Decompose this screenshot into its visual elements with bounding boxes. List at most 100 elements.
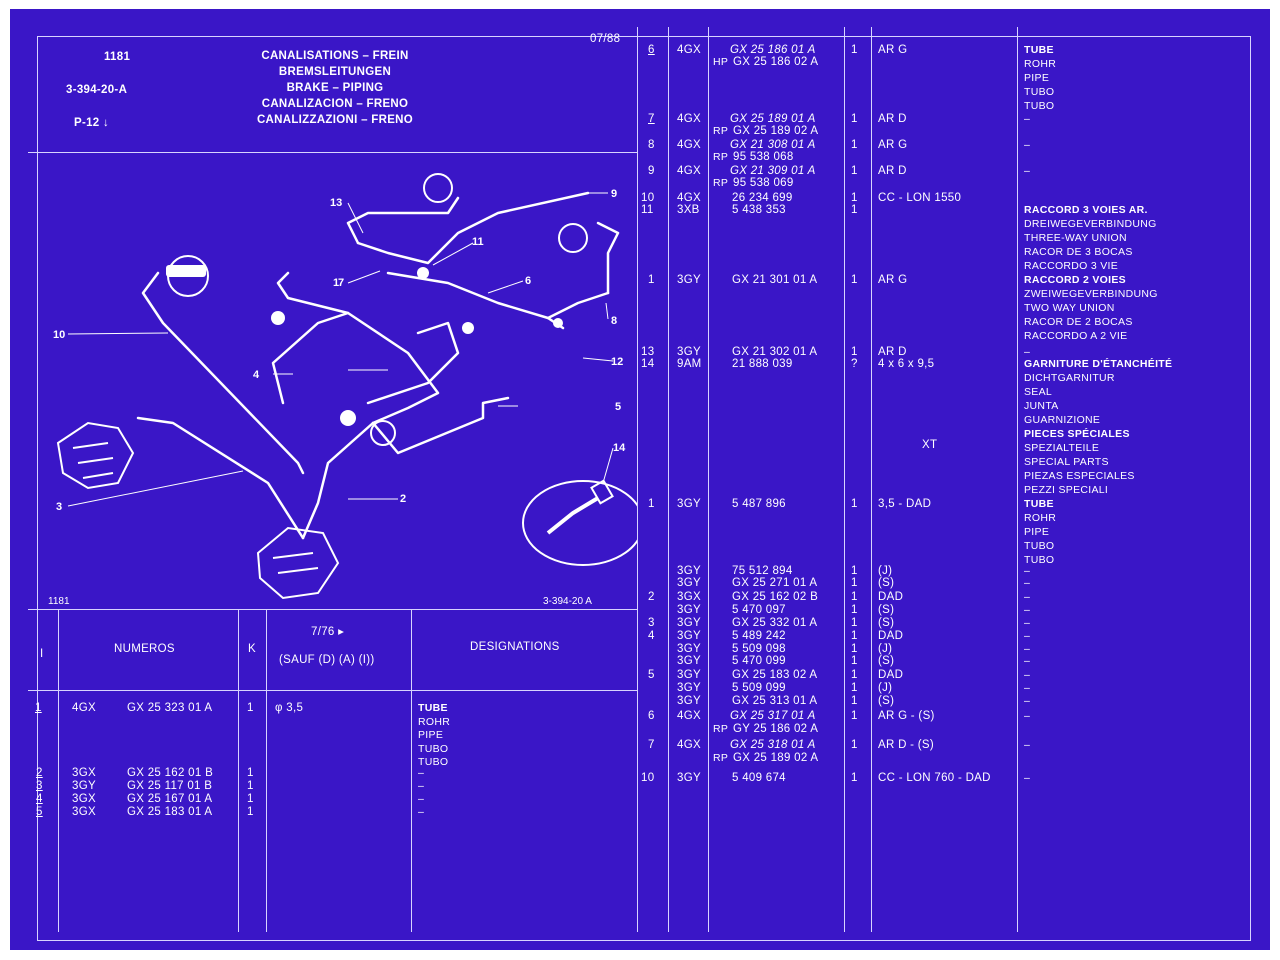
page-ref: P-12 ↓ bbox=[74, 117, 110, 129]
row-designation: PIPE bbox=[418, 729, 444, 741]
row-designation: ROHR bbox=[1024, 511, 1057, 524]
row-designation: RACOR DE 3 BOCAS bbox=[1024, 245, 1133, 258]
row-code: 3GY bbox=[677, 274, 701, 286]
row-code: 3GX bbox=[72, 793, 96, 805]
row-part-number: GX 25 186 02 A bbox=[733, 56, 819, 68]
row-designation: – bbox=[1024, 604, 1031, 616]
row-designation: – bbox=[1024, 617, 1031, 629]
row-qty: 1 bbox=[851, 274, 858, 286]
row-designation: – bbox=[1024, 643, 1031, 655]
callout-8: 8 bbox=[611, 315, 617, 327]
row-designation: GARNITURE D'ÉTANCHÉITÉ bbox=[1024, 358, 1173, 370]
row-qty: 1 bbox=[851, 577, 858, 589]
row-designation: SPECIAL PARTS bbox=[1024, 455, 1109, 468]
row-code: 9AM bbox=[677, 358, 702, 370]
row-designation: – bbox=[1024, 669, 1031, 681]
row-code: 4GX bbox=[677, 739, 701, 751]
row-note: AR D bbox=[878, 113, 907, 125]
row-designation: PIPE bbox=[1024, 525, 1050, 538]
row-designation: – bbox=[1024, 710, 1031, 722]
row-note: (S) bbox=[878, 604, 895, 616]
callout-4: 4 bbox=[253, 369, 260, 381]
callout-12: 12 bbox=[611, 356, 623, 368]
row-designation: TUBO bbox=[1024, 85, 1055, 98]
row-note: AR G bbox=[878, 44, 908, 56]
row-item-no: 10 bbox=[641, 772, 655, 784]
row-note: 4 x 6 x 9,5 bbox=[878, 358, 935, 370]
row-qty: 1 bbox=[851, 591, 858, 603]
row-part-number: 75 512 894 bbox=[732, 565, 793, 577]
diagram-footer-right: 3-394-20 A bbox=[543, 596, 592, 607]
row-designation: TUBO bbox=[1024, 539, 1055, 552]
row-part-number: GX 25 189 02 A bbox=[733, 752, 819, 764]
row-designation: – bbox=[1024, 139, 1031, 151]
divider-table-header bbox=[28, 690, 637, 691]
row-part-number: GX 25 318 01 A bbox=[730, 739, 816, 751]
drawing-ref: 3-394-20-A bbox=[66, 84, 128, 96]
left-col-1 bbox=[58, 609, 59, 932]
row-qty: 1 bbox=[851, 113, 858, 125]
right-col-2 bbox=[708, 27, 709, 932]
row-code: 3GY bbox=[677, 577, 701, 589]
row-designation: GUARNIZIONE bbox=[1024, 413, 1101, 426]
row-designation: SPEZIALTEILE bbox=[1024, 441, 1100, 454]
row-qty: 1 bbox=[851, 44, 858, 56]
row-part-number: 5 470 097 bbox=[732, 604, 786, 616]
row-designation: – bbox=[418, 780, 425, 792]
row-part-number: GX 25 183 02 A bbox=[732, 669, 818, 681]
row-part-number: GY 25 186 02 A bbox=[733, 723, 819, 735]
row-designation: – bbox=[1024, 695, 1031, 707]
row-qty: 1 bbox=[247, 780, 254, 792]
row-part-number: GX 21 302 01 A bbox=[732, 346, 818, 358]
row-qty: 1 bbox=[851, 695, 858, 707]
row-part-number: GX 25 162 01 B bbox=[127, 767, 214, 779]
row-note: AR G bbox=[878, 139, 908, 151]
row-qty: 1 bbox=[851, 772, 858, 784]
row-designation: TWO WAY UNION bbox=[1024, 301, 1115, 314]
row-designation: TUBO bbox=[1024, 99, 1055, 112]
row-part-number: GX 25 186 01 A bbox=[730, 44, 816, 56]
row-part-number: 5 438 353 bbox=[732, 204, 786, 216]
row-note: (J) bbox=[878, 643, 893, 655]
row-qty: 1 bbox=[851, 617, 858, 629]
divider-diagram-bottom bbox=[28, 609, 637, 610]
pipe-9 bbox=[356, 191, 590, 265]
parts-catalog-sheet: 1181 3-394-20-A P-12 ↓ 07/88 CANALISATIO… bbox=[10, 9, 1270, 950]
row-note: CC - LON 1550 bbox=[878, 192, 962, 204]
row-note: (S) bbox=[878, 695, 895, 707]
row-code: 4GX bbox=[677, 165, 701, 177]
row-designation: PIEZAS ESPECIALES bbox=[1024, 469, 1135, 482]
row-part-number: GX 25 189 01 A bbox=[730, 113, 816, 125]
row-item-no: 5 bbox=[36, 806, 43, 818]
row-designation: ROHR bbox=[418, 715, 451, 728]
col-header-range: 7/76 ▸ bbox=[311, 626, 345, 638]
row-note: AR D bbox=[878, 346, 907, 358]
row-note: (S) bbox=[878, 655, 895, 667]
row-qty: 1 bbox=[851, 669, 858, 681]
row-designation: DREIWEGEVERBINDUNG bbox=[1024, 217, 1157, 230]
row-note: CC - LON 760 - DAD bbox=[878, 772, 991, 784]
row-note: AR G bbox=[878, 274, 908, 286]
row-code: 4GX bbox=[677, 44, 701, 56]
row-designation: TUBE bbox=[418, 702, 448, 714]
row-designation: – bbox=[1024, 577, 1031, 589]
title-block: CANALISATIONS – FREIN BREMSLEITUNGEN BRA… bbox=[210, 50, 460, 127]
row-designation: – bbox=[1024, 682, 1031, 694]
row-prefix: RP bbox=[713, 125, 729, 137]
row-qty: 1 bbox=[247, 702, 254, 714]
col-header-i: I bbox=[40, 648, 44, 660]
row-designation: TUBO bbox=[1024, 553, 1055, 566]
row-code: 3GX bbox=[677, 591, 701, 603]
row-item-no: 13 bbox=[641, 346, 655, 358]
pipe-6 bbox=[386, 271, 610, 320]
row-code: 3XB bbox=[677, 204, 700, 216]
row-qty: 1 bbox=[247, 767, 254, 779]
pipe-1 bbox=[366, 321, 460, 405]
row-item-no: 9 bbox=[648, 165, 655, 177]
right-col-3 bbox=[844, 27, 845, 932]
row-designation: – bbox=[1024, 346, 1031, 358]
row-code: 4GX bbox=[677, 113, 701, 125]
row-code: 3GY bbox=[677, 565, 701, 577]
row-qty: 1 bbox=[851, 655, 858, 667]
row-item-no: 2 bbox=[36, 767, 43, 779]
